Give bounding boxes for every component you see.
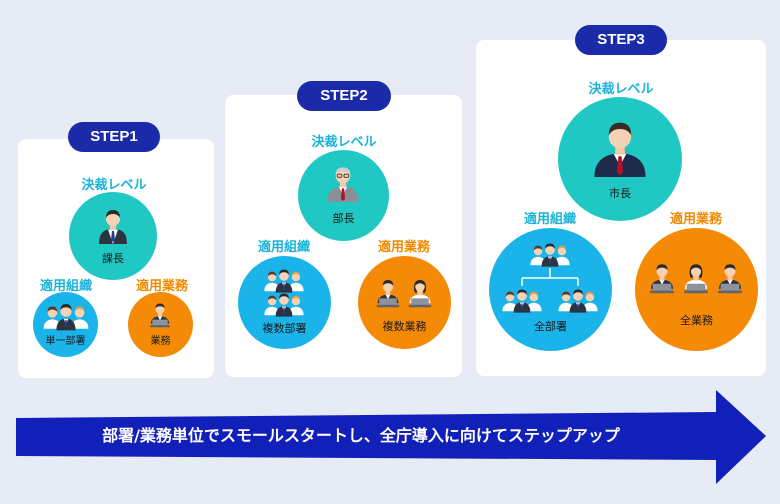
step2-biz-circle: 複数業務 <box>358 256 451 349</box>
step1-pill: STEP1 <box>68 122 160 152</box>
step1-org-value: 単一部署 <box>45 336 86 347</box>
person-director-icon <box>322 160 364 202</box>
step1-org-label: 適用組織 <box>39 279 92 294</box>
person-mayor-icon <box>588 113 652 177</box>
people-group-icon <box>42 300 90 332</box>
step2-org-circle: 複数部署 <box>238 256 331 349</box>
step2-pill: STEP2 <box>297 81 391 111</box>
org-chart-icon <box>502 243 598 313</box>
step3-biz-label: 適用業務 <box>669 212 722 227</box>
step3-pill: STEP3 <box>575 25 667 55</box>
office-worker-icon <box>372 276 404 308</box>
people-group-icon <box>263 290 305 318</box>
step3-decision-circle: 市長 <box>558 97 682 221</box>
office-worker-icon <box>713 260 747 294</box>
step3-biz-circle: 全業務 <box>635 228 758 351</box>
office-worker-icon <box>146 300 174 328</box>
step3-org-label: 適用組織 <box>523 212 576 227</box>
arrow-caption: 部署/業務単位でスモールスタートし、全庁導入に向けてステップアップ <box>102 426 620 445</box>
step2-decision-role: 部長 <box>332 212 355 225</box>
step2-org-label: 適用組織 <box>257 240 310 255</box>
step3-org-circle: 全部署 <box>489 228 612 351</box>
step1-biz-circle: 業務 <box>128 292 193 357</box>
step2-decision-label: 決裁レベル <box>311 135 377 150</box>
office-worker-female-icon <box>404 276 436 308</box>
step3-biz-value: 全業務 <box>680 314 713 327</box>
step1-decision-label: 決裁レベル <box>81 178 147 193</box>
step2-biz-value: 複数業務 <box>382 320 427 333</box>
step3-org-value: 全部署 <box>534 320 567 333</box>
step3-decision-label: 決裁レベル <box>588 82 654 97</box>
step1-biz-value: 業務 <box>150 336 171 347</box>
step2-biz-label: 適用業務 <box>377 240 430 255</box>
step2-decision-circle: 部長 <box>298 150 389 241</box>
progress-arrow: 部署/業務単位でスモールスタートし、全庁導入に向けてステップアップ <box>16 388 768 488</box>
office-worker-female-icon <box>679 260 713 294</box>
step1-org-circle: 単一部署 <box>33 292 98 357</box>
step3-decision-role: 市長 <box>609 187 631 200</box>
step1-biz-label: 適用業務 <box>135 279 188 294</box>
step1-decision-role: 課長 <box>102 252 124 265</box>
office-worker-icon <box>645 260 679 294</box>
arrow-shape <box>16 390 766 484</box>
person-manager-icon <box>93 204 133 244</box>
step1-decision-circle: 課長 <box>69 192 157 280</box>
step2-org-value: 複数部署 <box>262 322 307 335</box>
